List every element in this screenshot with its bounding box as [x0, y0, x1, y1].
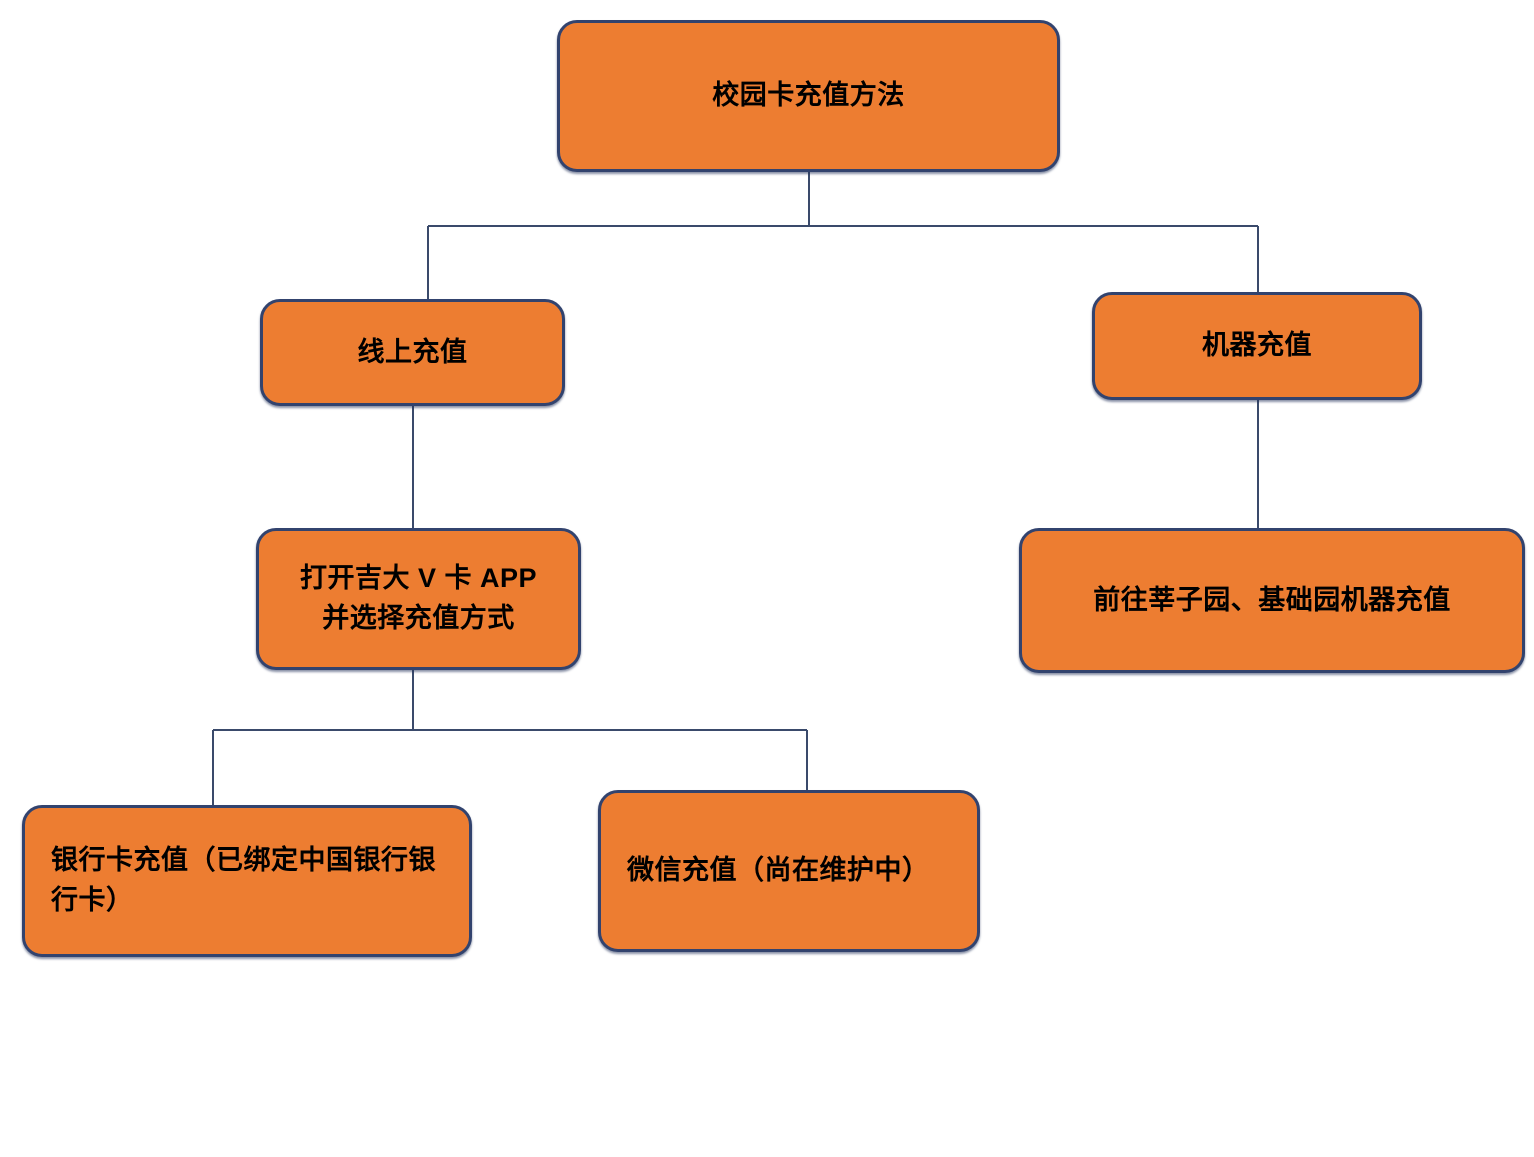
node-machine-location-label: 前往莘子园、基础园机器充值 — [1093, 584, 1451, 615]
node-wechat-topup[interactable]: 微信充值（尚在维护中） — [598, 790, 980, 952]
node-online-topup[interactable]: 线上充值 — [260, 299, 565, 406]
node-online-topup-label: 线上充值 — [357, 336, 468, 367]
node-root[interactable]: 校园卡充值方法 — [557, 20, 1060, 172]
node-machine-topup-label: 机器充值 — [1202, 330, 1312, 361]
node-open-app[interactable]: 打开吉大 V 卡 APP 并选择充值方式 — [256, 528, 581, 670]
node-machine-topup[interactable]: 机器充值 — [1092, 292, 1422, 400]
node-bank-card-topup-label: 银行卡充值（已绑定中国银行银行卡） — [51, 845, 436, 915]
node-wechat-topup-label: 微信充值（尚在维护中） — [627, 855, 930, 886]
node-machine-location[interactable]: 前往莘子园、基础园机器充值 — [1019, 528, 1525, 673]
node-root-label: 校园卡充值方法 — [712, 80, 905, 111]
node-bank-card-topup[interactable]: 银行卡充值（已绑定中国银行银行卡） — [22, 805, 472, 957]
node-open-app-label: 打开吉大 V 卡 APP 并选择充值方式 — [299, 563, 538, 633]
